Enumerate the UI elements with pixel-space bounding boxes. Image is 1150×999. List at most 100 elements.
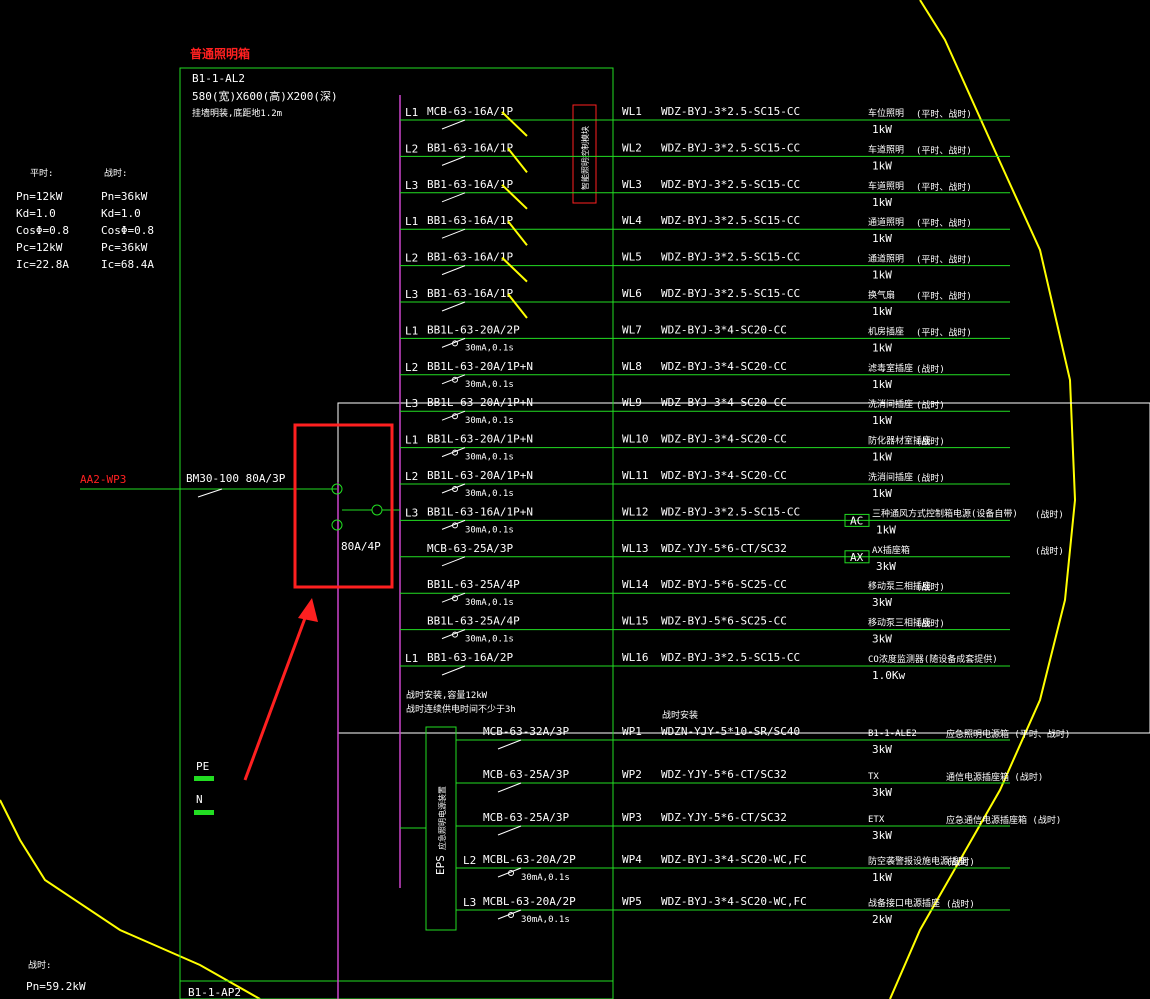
load-mode: (战时) xyxy=(916,581,945,593)
circuit-id: WL7 xyxy=(622,323,642,336)
normal-param: Pn=12kW xyxy=(16,190,63,203)
rcd-symbol xyxy=(452,449,458,456)
load-power: 1kW xyxy=(872,269,892,282)
cable-spec: WDZ-BYJ-3*2.5-SC15-CC xyxy=(661,105,800,118)
phase-label: L2 xyxy=(405,142,418,155)
breaker-symbol xyxy=(441,301,466,312)
panel-mount: 挂墙明装,底距地1.2m xyxy=(192,107,282,119)
circuit-id: WL5 xyxy=(622,251,642,264)
load-power: 3kW xyxy=(872,829,892,842)
circuit-id: WL1 xyxy=(622,105,642,118)
phase-label: L3 xyxy=(463,896,476,909)
highlight-arrow-head xyxy=(298,598,318,622)
rcd-label: 30mA,0.1s xyxy=(521,915,570,925)
load-tag-box xyxy=(844,550,870,564)
load-power: 1kW xyxy=(872,871,892,884)
circuit-id: WL14 xyxy=(622,578,649,591)
panel-size: 580(宽)X600(高)X200(深) xyxy=(192,89,338,103)
breaker-label: MCBL-63-20A/2P xyxy=(483,853,576,866)
load-name: 防空袭警报设施电源插座 xyxy=(868,855,967,867)
rcd-symbol xyxy=(452,413,458,420)
overlay-frame xyxy=(337,402,1150,734)
circuit-id: WL10 xyxy=(622,433,649,446)
load-power: 3kW xyxy=(872,743,892,756)
breaker-label: BB1L-63-20A/1P+N xyxy=(427,360,533,373)
rcd-label: 30mA,0.1s xyxy=(465,598,514,608)
n-label: N xyxy=(196,793,203,806)
rcd-symbol xyxy=(452,631,458,638)
rcd-label: 30mA,0.1s xyxy=(465,489,514,499)
eps-note-3: 战时安装 xyxy=(662,709,698,721)
load-mode: 应急通信电源插座箱 (战时) xyxy=(946,814,1061,826)
yellow-mark xyxy=(501,111,528,137)
load-name: 换气扇 xyxy=(868,289,895,301)
breaker-symbol xyxy=(441,265,466,276)
phase-label: L3 xyxy=(405,179,418,192)
load-mode: (平时、战时) xyxy=(916,217,972,229)
load-mode: (战时) xyxy=(916,363,945,375)
eps-label: EPS xyxy=(434,855,447,875)
eps-note-2: 战时连续供电时间不少于3h xyxy=(406,703,516,715)
load-mode: (平时、战时) xyxy=(916,254,972,266)
breaker-symbol xyxy=(441,374,466,385)
cable-spec: WDZ-BYJ-3*4-SC20-CC xyxy=(661,323,787,336)
bottom-label: 战时: xyxy=(28,959,51,971)
fire-param: Pc=36kW xyxy=(101,241,148,254)
cable-spec: WDZ-BYJ-3*2.5-SC15-CC xyxy=(661,651,800,664)
load-power: 1kW xyxy=(876,523,896,536)
cable-spec: WDZ-BYJ-3*2.5-SC15-CC xyxy=(661,287,800,300)
cable-spec: WDZ-BYJ-5*6-SC25-CC xyxy=(661,578,787,591)
n-bar xyxy=(194,810,214,815)
circuit-id: WL8 xyxy=(622,360,642,373)
breaker-symbol xyxy=(441,447,466,458)
load-power: 1kW xyxy=(872,341,892,354)
circuit-id: WP3 xyxy=(622,811,642,824)
breaker-symbol xyxy=(497,782,522,793)
yellow-mark xyxy=(507,220,528,246)
circuit-id: WL15 xyxy=(622,615,649,628)
normal-label: 平时: xyxy=(30,167,53,179)
boundary-curve-right xyxy=(889,0,1077,999)
load-mode: (战时) xyxy=(1035,545,1064,557)
breaker-symbol xyxy=(497,867,522,878)
circuit-id: WP2 xyxy=(622,768,642,781)
phase-label: L2 xyxy=(405,252,418,265)
cable-spec: WDZ-YJY-5*6-CT/SC32 xyxy=(661,768,787,781)
rcd-label: 30mA,0.1s xyxy=(465,343,514,353)
circuit-id: WL16 xyxy=(622,651,649,664)
breaker-label: BB1L-63-20A/1P+N xyxy=(427,469,533,482)
breaker-symbol xyxy=(441,155,466,166)
load-tag-box xyxy=(844,513,870,527)
yellow-mark xyxy=(507,293,528,319)
rcd-symbol xyxy=(452,486,458,492)
breaker-symbol xyxy=(441,337,466,348)
load-mode: (战时) xyxy=(916,472,945,484)
normal-param: CosΦ=0.8 xyxy=(16,224,69,237)
load-name: 机房插座 xyxy=(868,325,904,337)
breaker-label: MCB-63-25A/3P xyxy=(483,811,569,824)
load-name: B1-1-ALE2 xyxy=(868,729,917,739)
pe-bar xyxy=(194,776,214,781)
load-mode: (战时) xyxy=(946,856,975,868)
cable-spec: WDZ-BYJ-3*4-SC20-CC xyxy=(661,396,787,409)
load-mode: (平时、战时) xyxy=(916,144,972,156)
circuit-id: WL13 xyxy=(622,542,649,555)
load-power: 3kW xyxy=(872,633,892,646)
phase-label: L1 xyxy=(405,652,418,665)
load-mode: (平时、战时) xyxy=(916,290,972,302)
circuit-id: WL6 xyxy=(622,287,642,300)
cable-spec: WDZ-BYJ-5*6-SC25-CC xyxy=(661,615,787,628)
circuit-id: WL4 xyxy=(622,214,642,227)
breaker-label: BB1-63-16A/1P xyxy=(427,141,513,154)
bottom-value: Pn=59.2kW xyxy=(26,980,86,993)
breaker-symbol xyxy=(497,825,522,836)
circuit-id: WP5 xyxy=(622,895,642,908)
load-mode: (战时) xyxy=(1035,508,1064,520)
load-name: 战备接口电源插座 xyxy=(868,897,940,909)
breaker-symbol xyxy=(441,410,466,421)
circuit-id: WL3 xyxy=(622,178,642,191)
breaker-label: MCBL-63-20A/2P xyxy=(483,895,576,908)
phase-label: L3 xyxy=(405,506,418,519)
cable-spec: WDZ-BYJ-3*4-SC20-CC xyxy=(661,433,787,446)
